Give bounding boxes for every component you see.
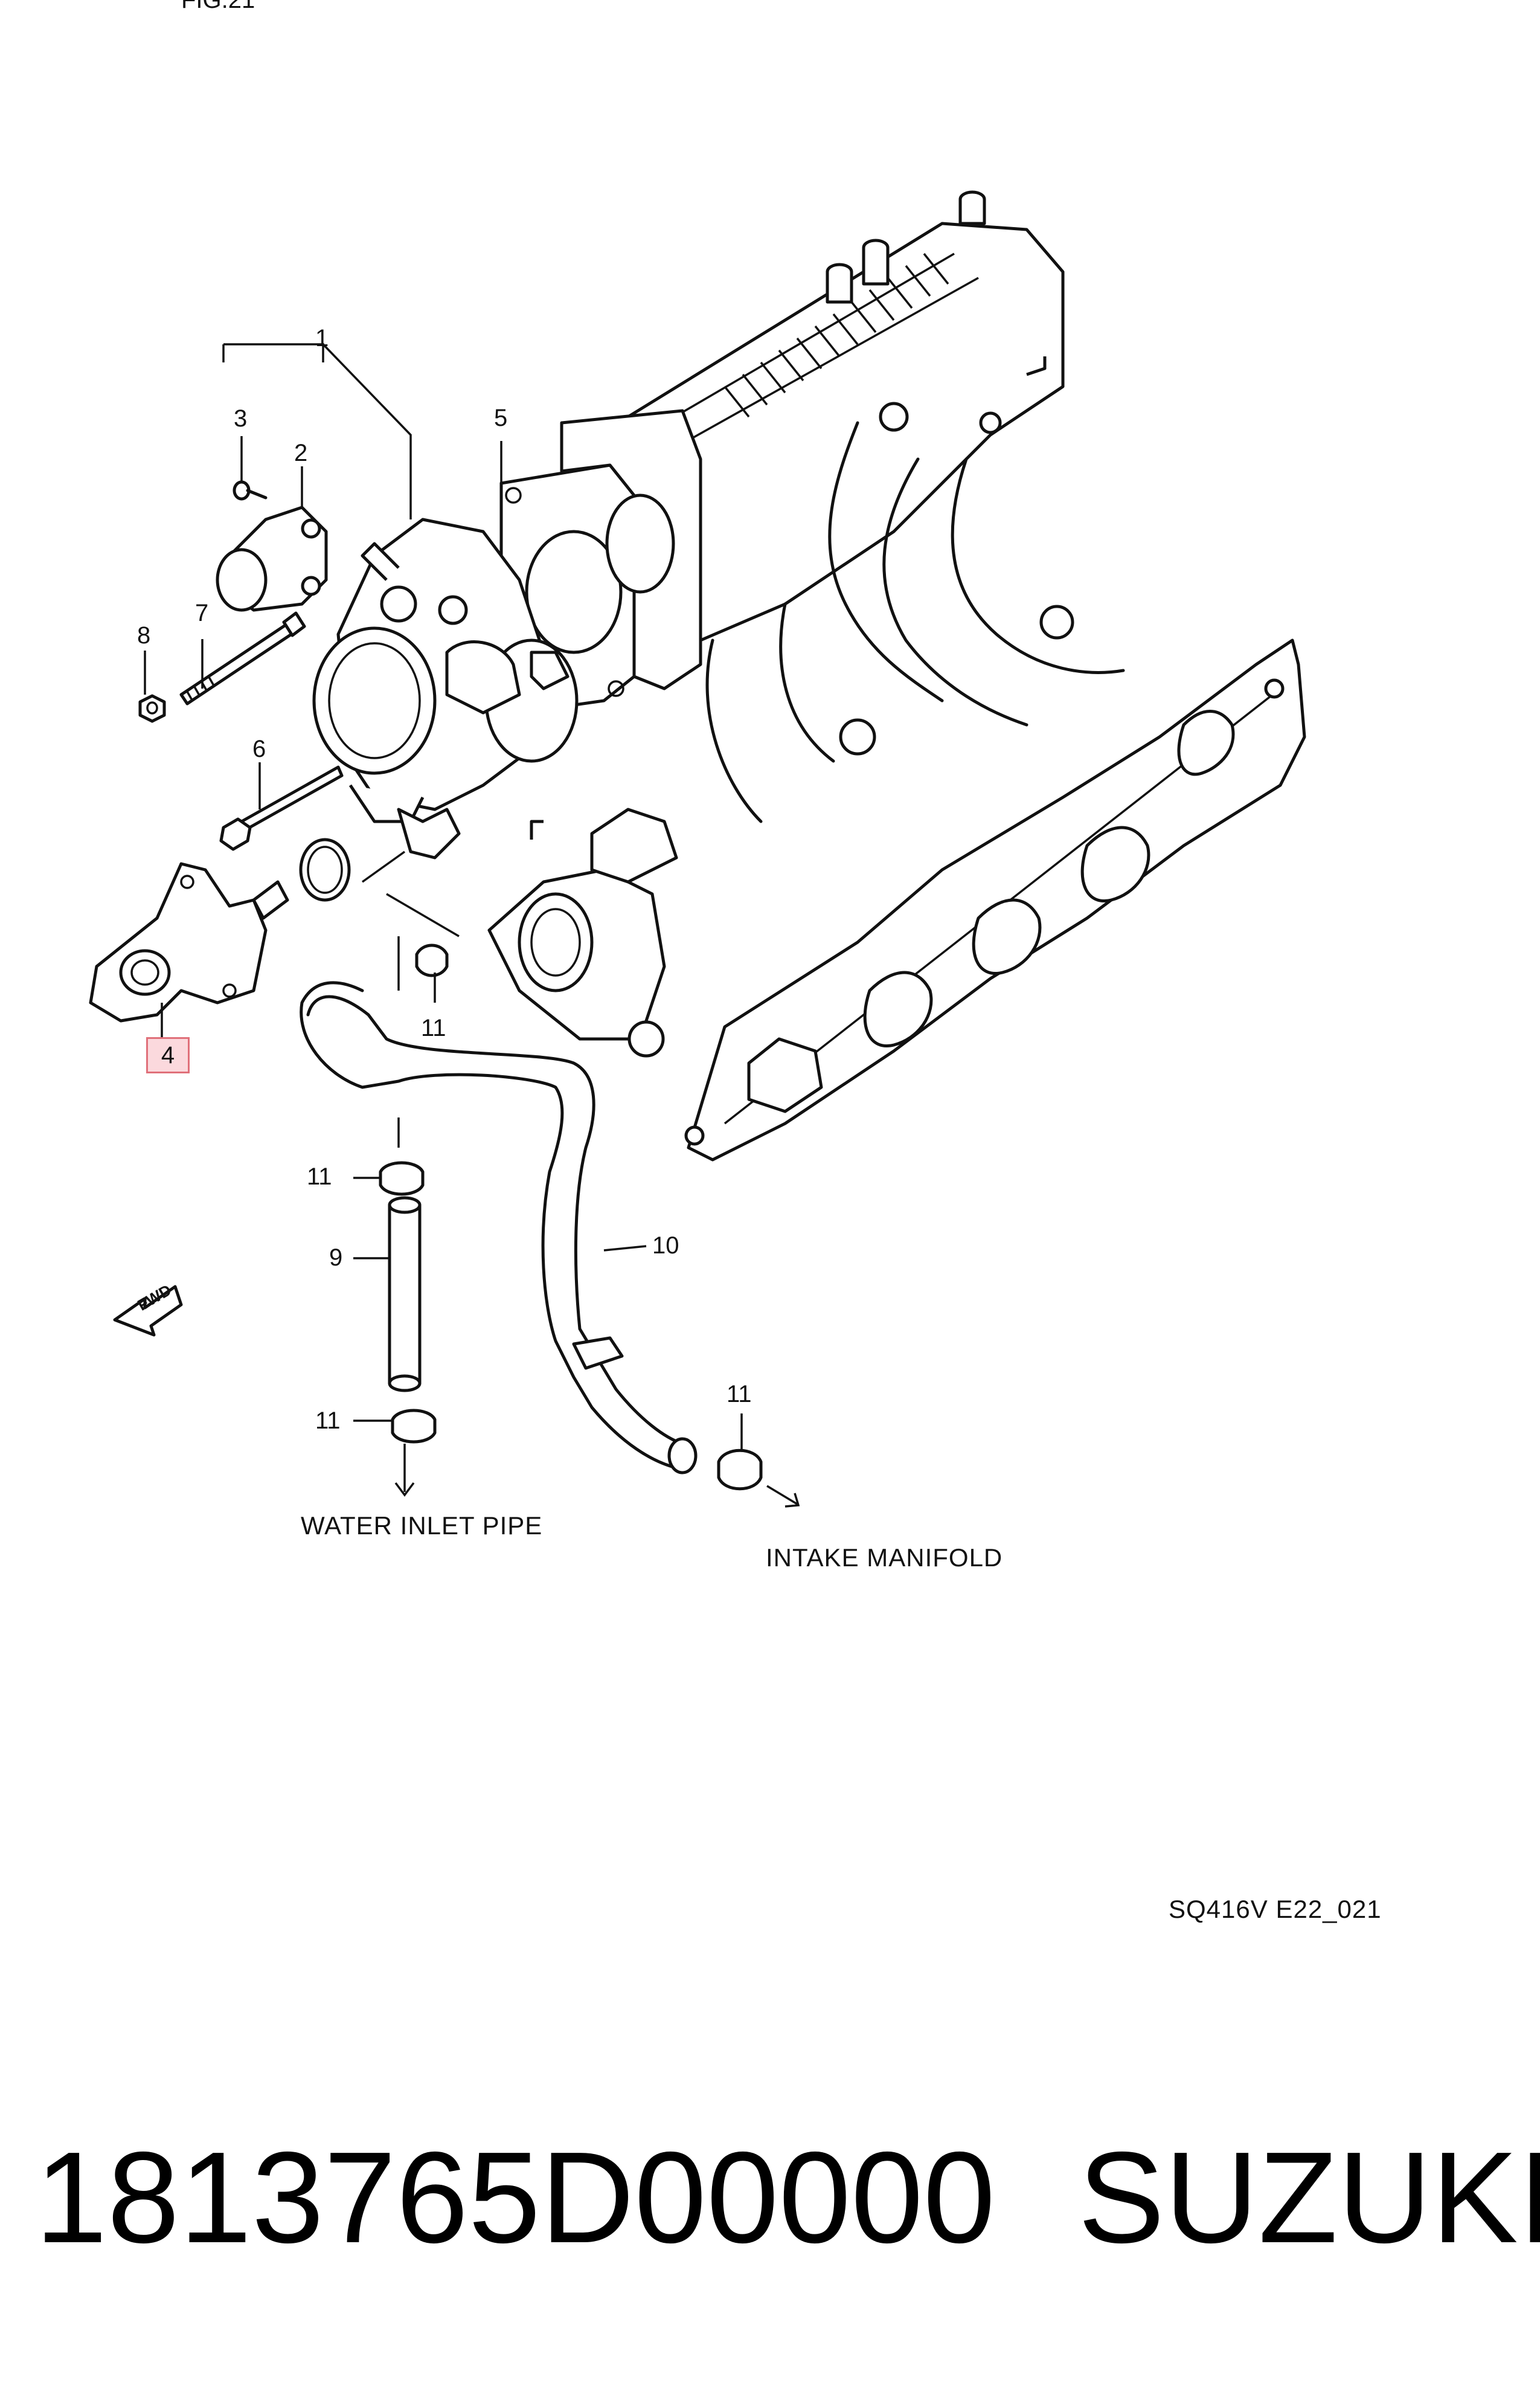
part-number: 1813765D00000 [35,2124,996,2270]
leader-lines [144,343,800,1508]
footer-banner [0,1993,1540,2392]
intake-flange-illustration [560,409,702,690]
callout-6: 6 [252,736,266,762]
water-inlet-pipe-caption: WATER INLET PIPE [301,1511,543,1540]
throttle-body-illustration [312,518,579,860]
water-outlet-illustration [487,808,678,1058]
callout-7: 7 [195,600,209,626]
callout-4-highlight: 4 [146,1037,190,1073]
nut-8-illustration [138,694,166,723]
hose-10-illustration [300,981,698,1474]
callout-3: 3 [234,405,248,432]
parts-diagram: FIG.21 1 2 3 4 5 6 7 8 9 10 11 11 11 11 … [89,0,1382,1923]
manifold-flange-illustration [684,638,1306,1162]
throttle-sensor-illustration [216,506,328,612]
figure-header-fragment: FIG.21 [181,0,255,13]
callout-10: 10 [652,1232,679,1259]
callout-8: 8 [137,622,151,649]
screw-3-illustration [233,480,268,501]
drawing-code: SQ416V E22_021 [1169,1895,1382,1923]
hose-clamp-illustrations [379,944,763,1491]
hose-9-illustration [388,1196,422,1392]
intake-manifold-caption: INTAKE MANIFOLD [766,1543,1003,1572]
diagram-drawing [89,190,1306,1508]
callout-11-lower: 11 [315,1407,341,1434]
idle-air-control-valve-illustration [89,862,289,1023]
bolt-6-illustration [219,765,344,851]
callout-11-middle: 11 [307,1163,332,1190]
intake-manifold-illustration [626,190,1125,823]
fwd-arrow-icon [113,1285,183,1337]
bolt-7-illustration [179,611,306,706]
brand-name: SUZUKI [1078,2124,1540,2270]
callout-9: 9 [329,1244,343,1271]
callout-1: 1 [315,325,329,352]
callout-4: 4 [161,1042,175,1069]
callout-5: 5 [494,405,508,431]
callout-11-upper: 11 [421,1015,446,1041]
o-ring-illustration [299,838,351,902]
callout-2: 2 [294,440,308,466]
callout-11-right: 11 [727,1381,752,1407]
